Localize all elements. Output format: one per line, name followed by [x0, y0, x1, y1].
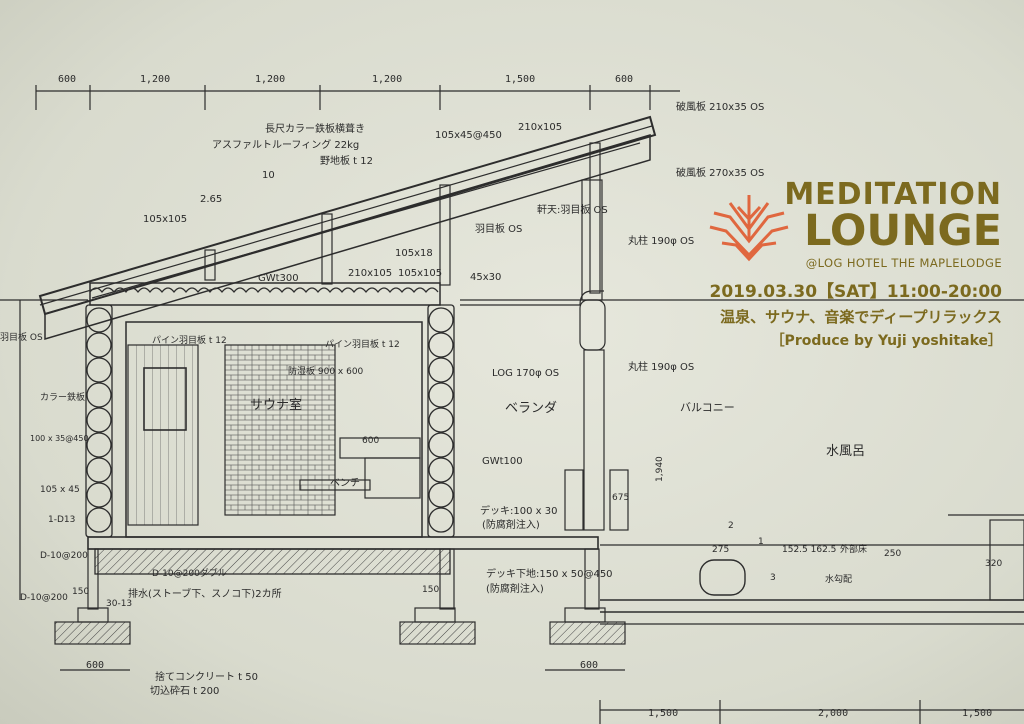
label-deck: (防腐剤注入) — [482, 518, 540, 531]
label-dim: 320 — [985, 559, 1002, 569]
dim-top: 1,500 — [505, 74, 535, 85]
label-hafu: 破風板 210x35 OS — [676, 100, 764, 113]
label-deckbase: デッキ下地:150 x 50@450 — [486, 567, 613, 580]
label-foundation: D-10@200 — [40, 551, 88, 561]
label-drain: 排水(ストーブ下、スノコ下)2カ所 — [128, 587, 282, 600]
label-dim: 150 — [422, 585, 439, 595]
label-beam: 105x45@450 — [435, 130, 502, 141]
label-foundation: D-10@200ダブル — [152, 567, 227, 579]
label-moisture: 防湿板 900 x 600 — [288, 365, 364, 377]
label-member: GWt300 — [258, 273, 299, 284]
label-slope-water: 水勾配 — [825, 573, 852, 585]
label-dim: 30-13 — [106, 599, 132, 609]
label-dim: 275 — [712, 545, 729, 555]
label-balcony: バルコニー — [680, 401, 735, 414]
dim-top: 600 — [615, 74, 633, 85]
label-pine: パイン羽目板 t 12 — [152, 334, 227, 346]
dim-foot: 600 — [580, 660, 598, 671]
label-veranda: ベランダ — [505, 401, 557, 416]
label-dim: 600 — [362, 436, 379, 446]
dim-bottom: 1,500 — [648, 708, 678, 719]
drawing-labels: 600 1,200 1,200 1,200 1,500 600 長尺カラー鉄板横… — [0, 74, 1002, 719]
label-dim: 675 — [612, 493, 629, 503]
label-member: 105x105 — [143, 214, 187, 225]
label-hame: 羽目板 OS — [475, 222, 522, 235]
label-roof: アスファルトルーフィング 22kg — [212, 138, 359, 151]
label-concrete: 捨てコンクリート t 50 — [155, 670, 258, 683]
label-noki: 軒天:羽目板 OS — [537, 203, 608, 216]
label-slope: 2.65 — [200, 194, 222, 205]
label-roof: 長尺カラー鉄板横葺き — [265, 122, 365, 135]
label-log: LOG 170φ OS — [492, 368, 559, 379]
dim-top: 1,200 — [372, 74, 402, 85]
label-dim: 1 — [758, 537, 764, 547]
label-deck: デッキ:100 x 30 — [480, 504, 557, 517]
dim-top: 600 — [58, 74, 76, 85]
label-col: 丸柱 190φ OS — [628, 360, 694, 373]
label-hafu: 破風板 270x35 OS — [676, 166, 764, 179]
label-left: 1-D13 — [48, 515, 75, 525]
dim-foot: 600 — [86, 660, 104, 671]
label-dim: 1,940 — [655, 456, 665, 482]
dim-bottom: 2,000 — [818, 708, 848, 719]
label-left: 100 x 35@450 — [30, 434, 89, 443]
dim-top: 1,200 — [140, 74, 170, 85]
label-mizuburo: 水風呂 — [826, 444, 865, 459]
label-dim: 150 — [72, 587, 89, 597]
dim-top: 1,200 — [255, 74, 285, 85]
label-slope: 10 — [262, 170, 275, 181]
label-dim: 250 — [884, 549, 901, 559]
label-roof: 野地板 t 12 — [320, 154, 373, 167]
label-gravel: 切込砕石 t 200 — [150, 685, 219, 697]
label-bench: ベンチ — [330, 477, 360, 489]
label-pine: パイン羽目板 t 12 — [325, 338, 400, 350]
label-left: D-10@200 — [20, 593, 68, 603]
label-dim: 152.5 162.5 — [782, 545, 836, 555]
label-left: 105 x 45 — [40, 485, 80, 495]
label-gw: GWt100 — [482, 456, 523, 467]
label-member: 105x105 — [398, 268, 442, 279]
label-member: 210x105 — [348, 268, 392, 279]
label-deckbase: (防腐剤注入) — [486, 582, 544, 595]
label-dim: 2 — [728, 521, 734, 531]
label-col: 丸柱 190φ OS — [628, 234, 694, 247]
label-dim: 3 — [770, 573, 776, 583]
label-member: 45x30 — [470, 272, 501, 283]
label-member: 105x18 — [395, 248, 433, 259]
dim-bottom: 1,500 — [962, 708, 992, 719]
label-sauna: サウナ室 — [250, 397, 302, 413]
label-outer-floor: 外部床 — [840, 543, 867, 555]
label-beam: 210x105 — [518, 122, 562, 133]
label-left: 羽目板 OS — [0, 331, 43, 343]
label-left: カラー鉄板 — [40, 391, 85, 403]
